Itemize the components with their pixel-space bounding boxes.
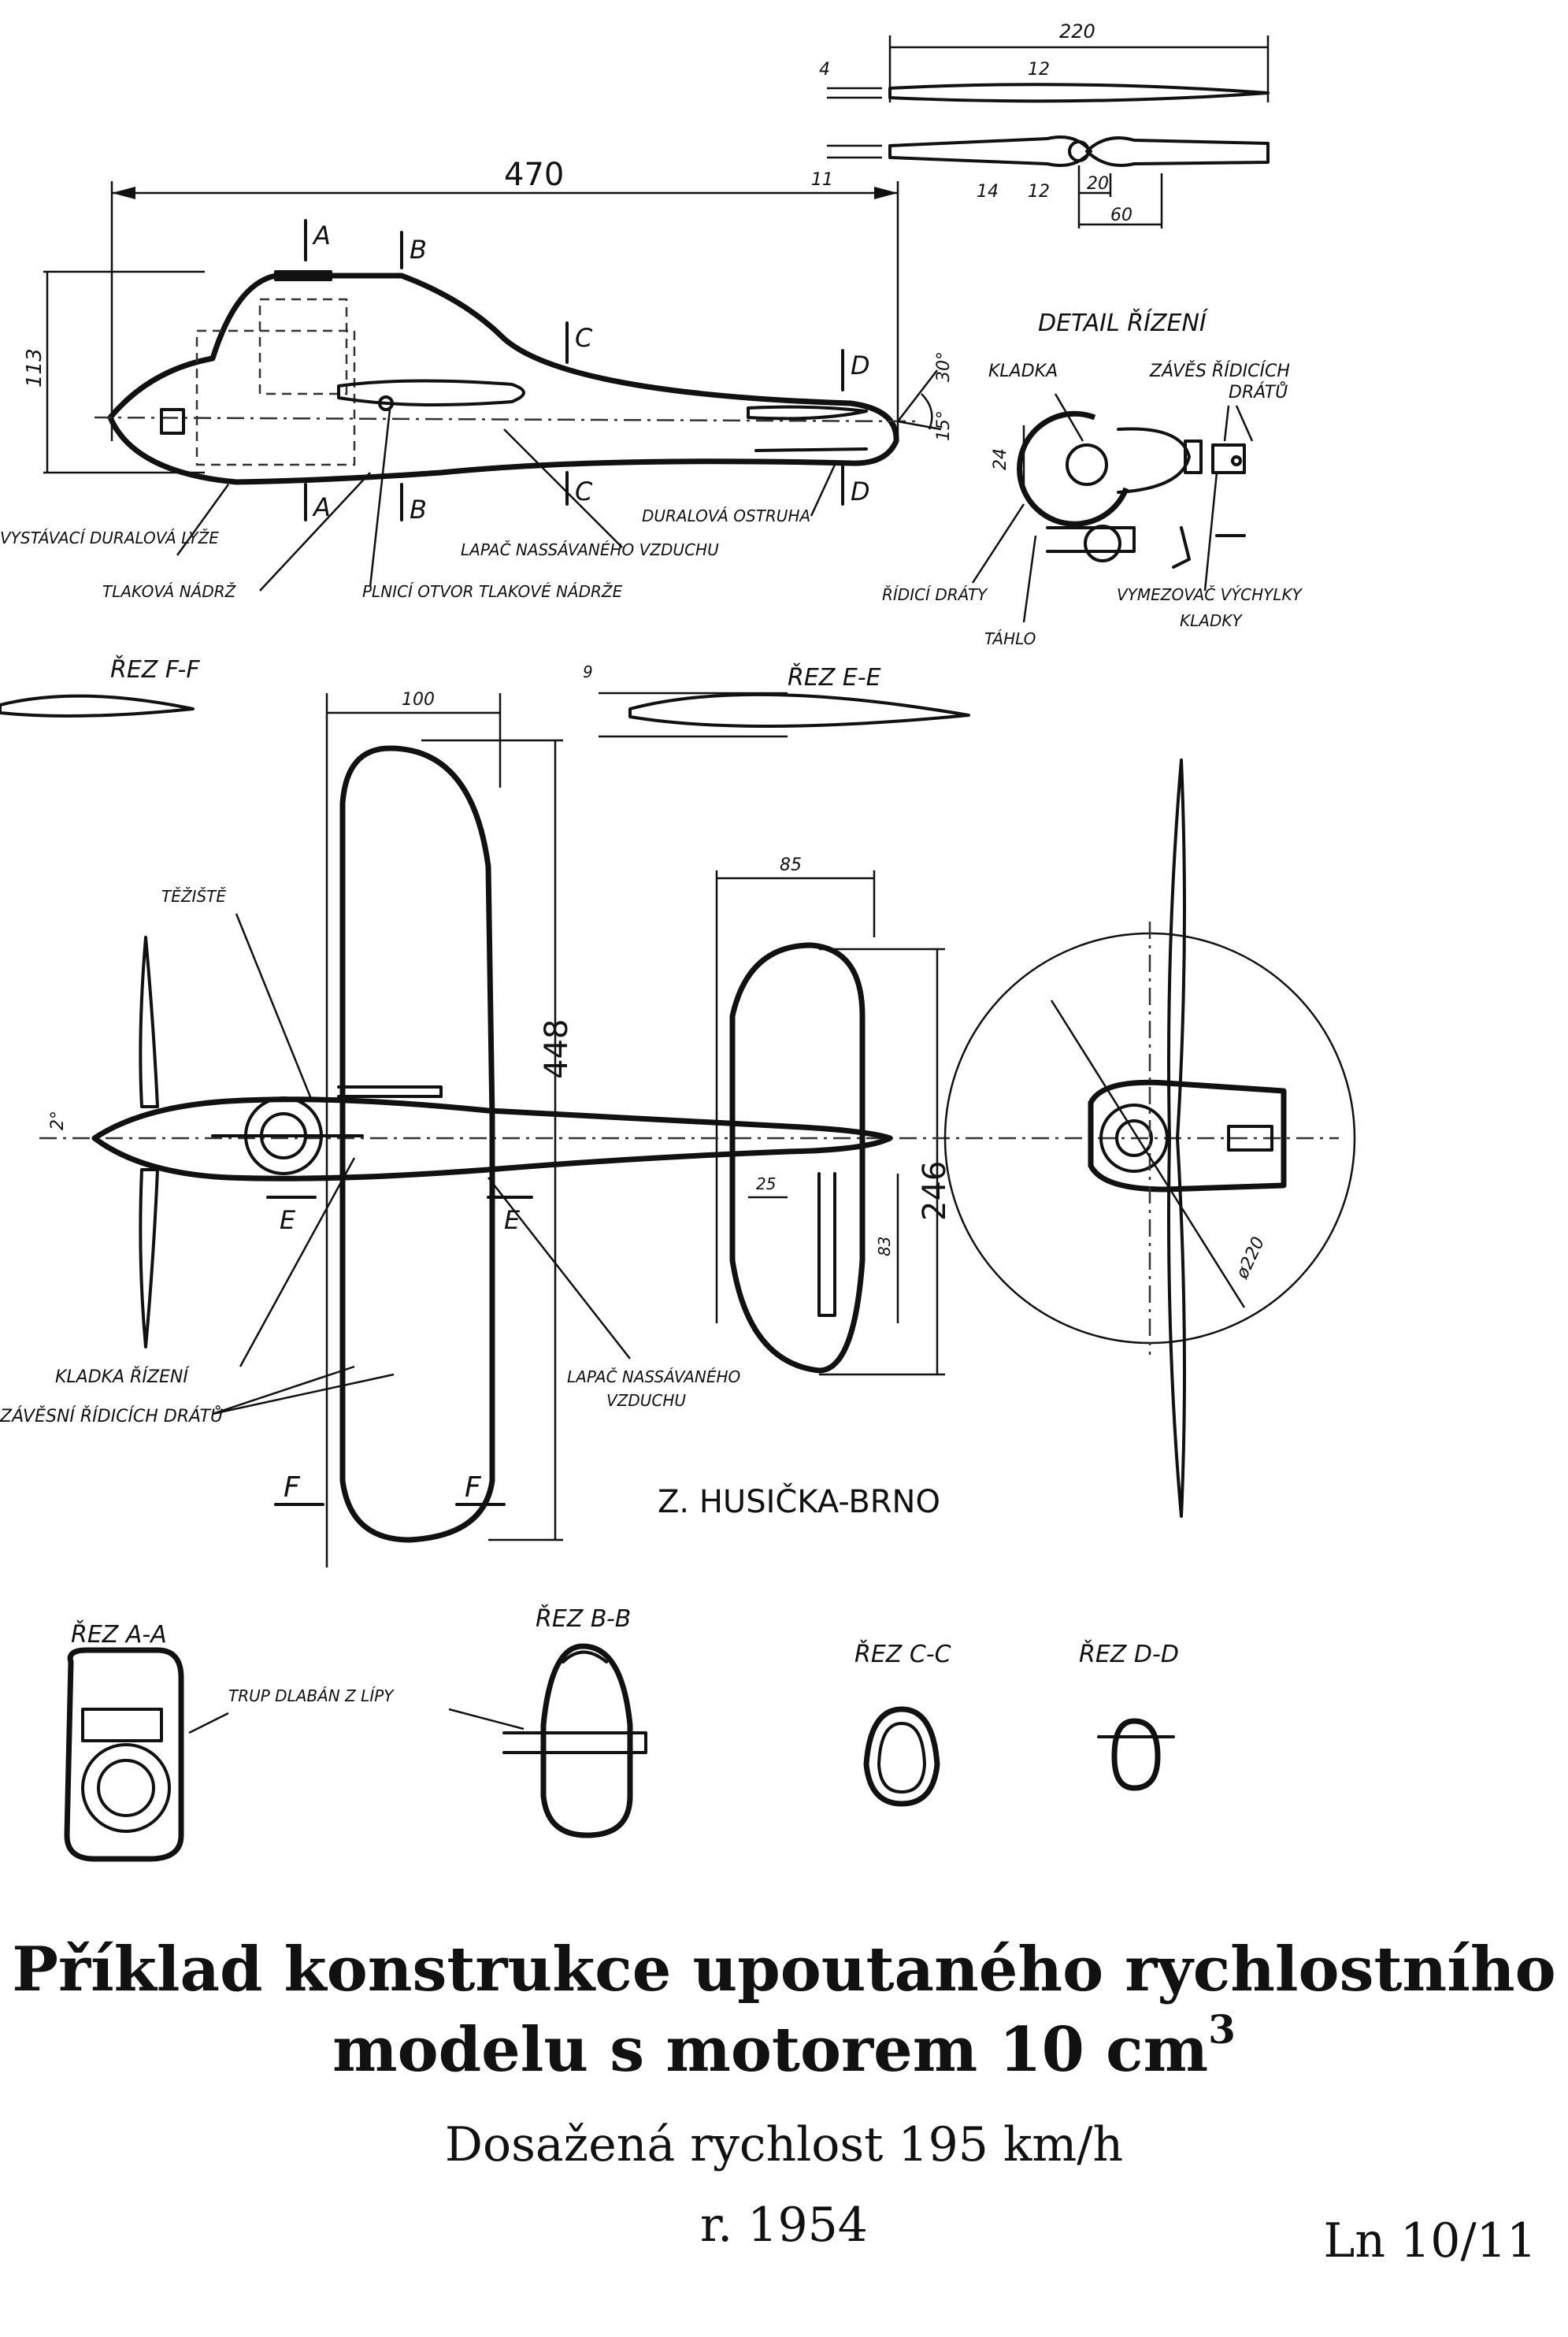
- label-vymezovac-2: KLADKY: [1180, 611, 1243, 630]
- airfoil-sections: ŘEZ F-F ŘEZ E-E 9: [0, 655, 970, 738]
- dim-tail-span: 100: [402, 690, 435, 710]
- label-kladka: KLADKA: [988, 362, 1058, 381]
- propeller-views: 220 4 12 11 14 12 20 60: [811, 20, 1270, 228]
- dim-fuselage-length: 470: [504, 157, 564, 193]
- dim-prop-t2: 12: [1028, 60, 1050, 80]
- dim-prop-h1: 20: [1087, 174, 1109, 194]
- mark-a-bottom: A: [312, 492, 331, 522]
- label-trup: TRUP DLABÁN Z LÍPY: [228, 1686, 395, 1705]
- dim-stab-b: 83: [875, 1237, 894, 1256]
- label-teziste: TĚŽIŠTĚ: [161, 887, 226, 906]
- mark-a-top: A: [312, 221, 331, 250]
- dim-airfoil-t: 9: [583, 662, 593, 681]
- technical-drawing: 220 4 12 11 14 12 20 60 470 113: [0, 20, 1356, 1862]
- label-lyze: VYSTÁVACÍ DURALOVÁ LYŽE: [0, 529, 219, 547]
- dim-tail-angle-b: 15°: [934, 410, 954, 441]
- label-tahlo: TÁHLO: [984, 629, 1036, 648]
- section-markers-side: A B C D A B C D: [304, 219, 870, 525]
- top-view: 100 448 85 246 83 25 2° E E: [0, 690, 1339, 1567]
- dim-spinner-dia: ø220: [1233, 1234, 1270, 1283]
- caption-subtitle: Dosažená rychlost 195 km/h: [444, 2117, 1124, 2172]
- side-view: 470 113 30° 15° A B C D: [0, 157, 954, 601]
- caption-title-line1: Příklad konstrukce upoutaného rychlostní…: [12, 1934, 1556, 2005]
- label-author: Z. HUSIČKA-BRNO: [658, 1482, 940, 1520]
- cross-sections: ŘEZ A-A TRUP DLABÁN Z LÍPY ŘEZ B-B ŘEZ C…: [64, 1604, 1179, 1862]
- dim-prop-t3: 11: [811, 170, 833, 190]
- dim-prop-t5: 12: [1028, 182, 1050, 202]
- label-rez-ee: ŘEZ E-E: [788, 663, 881, 692]
- mark-f-right: F: [465, 1471, 482, 1504]
- label-lapac-2: VZDUCHU: [606, 1391, 686, 1410]
- fuselage-side-outline: [107, 273, 899, 485]
- label-rez-aa: ŘEZ A-A: [71, 1620, 167, 1649]
- mark-c-bottom: C: [575, 477, 593, 506]
- dim-stab-a: 25: [756, 1174, 776, 1193]
- label-nadrz: TLAKOVÁ NÁDRŽ: [102, 582, 237, 601]
- label-rez-bb: ŘEZ B-B: [536, 1604, 631, 1633]
- dim-tail-angle-a: 30°: [934, 351, 954, 382]
- page-reference: Ln 10/11: [1323, 2213, 1536, 2268]
- mark-e-left: E: [280, 1205, 296, 1235]
- label-zaves-1: ZÁVĚS ŘÍDICÍCH: [1149, 361, 1290, 381]
- mark-f-left: F: [284, 1471, 301, 1504]
- mark-d-bottom: D: [851, 477, 870, 506]
- mark-c-top: C: [575, 323, 593, 353]
- caption-title-superscript: 3: [1208, 2006, 1236, 2053]
- dim-dihedral: 2°: [48, 1111, 68, 1130]
- caption-title-line2-text: modelu s motorem 10 cm: [332, 2014, 1209, 2086]
- caption-title-line2: modelu s motorem 10 cm3: [0, 2006, 1568, 2086]
- dim-fuselage-height: 113: [23, 348, 46, 388]
- dim-prop-t1: 4: [819, 60, 830, 80]
- control-detail: DETAIL ŘÍZENÍ KLADKA ZÁVĚS ŘÍDICÍCH DRÁT…: [882, 309, 1303, 648]
- stabilizer-top-outline: [729, 942, 866, 1374]
- label-ostruha: DURALOVÁ OSTRUHA: [642, 506, 810, 525]
- label-plnici-otvor: PLNICÍ OTVOR TLAKOVÉ NÁDRŽE: [362, 582, 623, 601]
- mark-b-bottom: B: [410, 495, 427, 525]
- detail-title: DETAIL ŘÍZENÍ: [1038, 309, 1209, 337]
- label-rez-dd: ŘEZ D-D: [1079, 1640, 1179, 1668]
- dim-stab-chord: 85: [780, 855, 802, 875]
- label-kladka-rizeni: KLADKA ŘÍZENÍ: [55, 1367, 190, 1387]
- dim-prop-t4: 14: [977, 182, 999, 202]
- label-zaves-2: DRÁTŮ: [1229, 381, 1288, 402]
- dim-skid: 24: [991, 448, 1010, 470]
- mark-b-top: B: [410, 235, 427, 265]
- dim-wing-span: 448: [539, 1019, 575, 1079]
- label-ridici-draty: ŘÍDICÍ DRÁTY: [882, 585, 988, 604]
- caption-year: r. 1954: [700, 2198, 868, 2253]
- label-lapac-top: LAPAČ NASSÁVANÉHO VZDUCHU: [461, 540, 719, 559]
- mark-d-top: D: [851, 351, 870, 380]
- label-rez-ff: ŘEZ F-F: [110, 655, 200, 684]
- label-zaves-wire: ZÁVĚSNÍ ŘÍDICÍCH DRÁTŮ: [0, 1405, 223, 1426]
- label-lapac-1: LAPAČ NASSÁVANÉHO: [567, 1367, 740, 1386]
- dim-prop-span: 220: [1059, 20, 1095, 43]
- front-view: ø220: [943, 759, 1356, 1518]
- dim-prop-h2: 60: [1110, 206, 1132, 225]
- fuselage-top-outline: [91, 1096, 893, 1181]
- wing-top-outline: [339, 745, 495, 1543]
- label-vymezovac-1: VYMEZOVAČ VÝCHYLKY: [1117, 585, 1303, 604]
- label-rez-cc: ŘEZ C-C: [854, 1640, 951, 1668]
